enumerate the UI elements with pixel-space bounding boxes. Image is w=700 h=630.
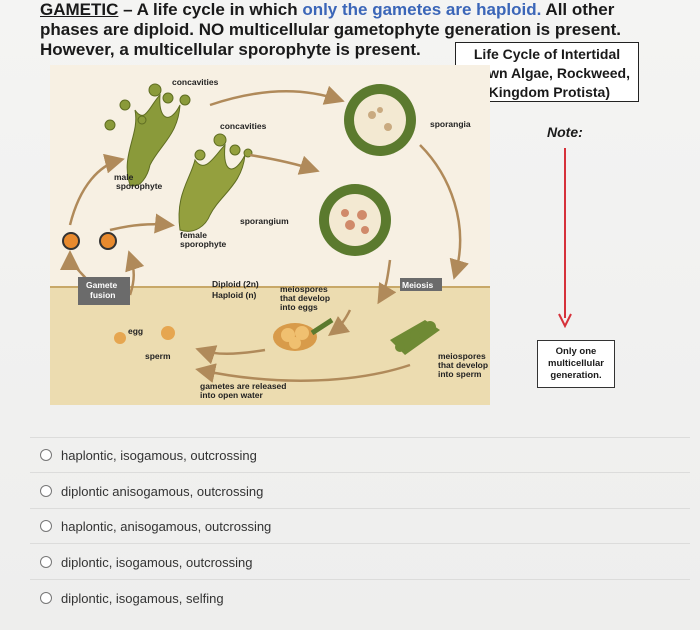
title-line-1: Life Cycle of Intertidal bbox=[473, 46, 621, 62]
separator bbox=[30, 579, 690, 580]
question-heading: GAMETIC – A life cycle in which only the… bbox=[40, 0, 690, 60]
only-one-line-2: multicellular bbox=[548, 358, 604, 369]
arrow-fusion-up-right bbox=[125, 250, 145, 296]
arrow-gametes-release bbox=[195, 363, 411, 383]
meiosis-box bbox=[400, 278, 442, 291]
label-female: female bbox=[180, 230, 207, 240]
label-egg: egg bbox=[128, 326, 144, 336]
zygote-left bbox=[99, 232, 117, 250]
option-3[interactable]: haplontic, anisogamous, outcrossing bbox=[40, 516, 271, 536]
only-one-generation-box: Only one multicellular generation. bbox=[537, 340, 615, 388]
heading-emphasis: only the gametes are haploid. bbox=[302, 0, 542, 19]
option-5-label: diplontic, isogamous, selfing bbox=[61, 590, 224, 606]
note-label: Note: bbox=[547, 124, 583, 140]
option-1[interactable]: haplontic, isogamous, outcrossing bbox=[40, 445, 257, 465]
option-2-label: diplontic anisogamous, outcrossing bbox=[61, 483, 264, 499]
title-line-2: Brown Algae, Rockweed, bbox=[464, 65, 630, 81]
option-4[interactable]: diplontic, isogamous, outcrossing bbox=[40, 552, 253, 572]
radio-button[interactable] bbox=[40, 592, 52, 604]
male-seaweed-illustration bbox=[104, 83, 191, 187]
label-male: male bbox=[114, 172, 134, 182]
life-cycle-illustration bbox=[50, 65, 490, 405]
heading-keyword: GAMETIC bbox=[40, 0, 119, 19]
only-one-line-3: generation. bbox=[550, 370, 602, 381]
option-5[interactable]: diplontic, isogamous, selfing bbox=[40, 588, 224, 608]
heading-line-2: phases are diploid. NO multicellular gam… bbox=[40, 20, 621, 39]
label-gametes-released-1: gametes are released bbox=[200, 381, 287, 391]
arrow-female-to-concavity bbox=[249, 153, 320, 175]
option-3-label: haplontic, anisogamous, outcrossing bbox=[61, 518, 272, 534]
label-gamete: Gamete bbox=[86, 280, 118, 290]
heading-dash: – A life cycle in which bbox=[118, 0, 303, 19]
conceptacle-top bbox=[344, 84, 416, 156]
arrow-mid-down bbox=[377, 259, 397, 305]
label-meiospores-eggs-2: that develop bbox=[280, 293, 331, 303]
label-fusion: fusion bbox=[90, 290, 116, 300]
label-meiospores-sperm-1: meiospores bbox=[438, 351, 486, 361]
arrow-to-male bbox=[68, 153, 125, 226]
egg-cell bbox=[114, 332, 126, 344]
life-cycle-diagram: concavities concavities sporangia male s… bbox=[50, 65, 490, 405]
label-haploid: Haploid (n) bbox=[212, 290, 257, 300]
label-concavities-mid: concavities bbox=[220, 121, 267, 131]
label-sporangia: sporangia bbox=[430, 119, 471, 129]
arrow-to-meiosis bbox=[419, 144, 469, 280]
separator bbox=[30, 508, 690, 509]
red-down-arrow bbox=[558, 148, 572, 328]
sperm-structure bbox=[390, 320, 440, 355]
radio-button[interactable] bbox=[40, 485, 52, 497]
only-one-line-1: Only one bbox=[555, 346, 597, 357]
option-4-label: diplontic, isogamous, outcrossing bbox=[61, 554, 253, 570]
label-sporangium: sporangium bbox=[240, 216, 289, 226]
label-meiospores-sperm-2: that develop bbox=[438, 360, 489, 370]
gamete-fusion-box bbox=[78, 277, 130, 305]
zygote-far-left bbox=[62, 232, 80, 250]
heading-rest: All other bbox=[541, 0, 615, 19]
arrow-to-eggs bbox=[328, 309, 352, 337]
separator bbox=[30, 472, 690, 473]
label-meiospores-eggs-1: meiospores bbox=[280, 284, 328, 294]
separator bbox=[30, 543, 690, 544]
egg-cell-2 bbox=[161, 326, 175, 340]
option-2[interactable]: diplontic anisogamous, outcrossing bbox=[40, 481, 263, 501]
diagram-title-box: Life Cycle of Intertidal Brown Algae, Ro… bbox=[455, 42, 639, 102]
conceptacle-middle bbox=[319, 184, 391, 256]
arrow-to-female bbox=[109, 213, 175, 234]
heading-line-3: However, a multicellular sporophyte is p… bbox=[40, 40, 421, 59]
radio-button[interactable] bbox=[40, 449, 52, 461]
label-sperm: sperm bbox=[145, 351, 171, 361]
label-sporophyte-male: sporophyte bbox=[116, 181, 163, 191]
radio-button[interactable] bbox=[40, 556, 52, 568]
arrow-to-concavity bbox=[209, 85, 345, 107]
label-sporophyte-female: sporophyte bbox=[180, 239, 227, 249]
title-line-3: (Kingdom Protista) bbox=[484, 84, 610, 100]
label-meiospores-sperm-3: into sperm bbox=[438, 369, 482, 379]
female-seaweed-illustration bbox=[178, 133, 253, 232]
radio-button[interactable] bbox=[40, 520, 52, 532]
label-diploid: Diploid (2n) bbox=[212, 279, 259, 289]
label-concavities-top: concavities bbox=[172, 77, 219, 87]
separator bbox=[30, 437, 690, 438]
label-meiospores-eggs-3: into eggs bbox=[280, 302, 318, 312]
label-meiosis: Meiosis bbox=[402, 280, 434, 290]
label-gametes-released-2: into open water bbox=[200, 390, 263, 400]
option-1-label: haplontic, isogamous, outcrossing bbox=[61, 447, 257, 463]
arrow-egg-release bbox=[195, 345, 266, 365]
